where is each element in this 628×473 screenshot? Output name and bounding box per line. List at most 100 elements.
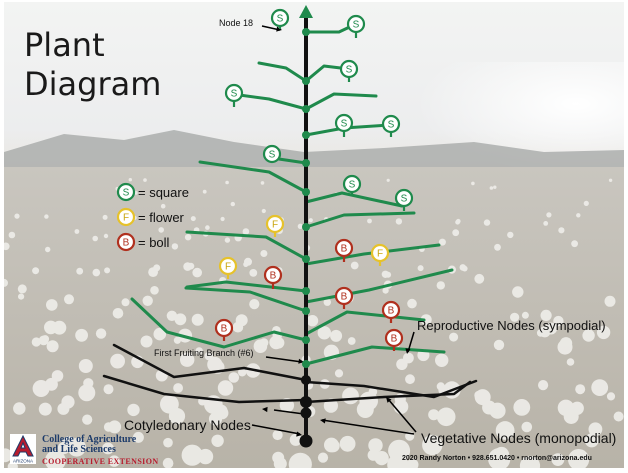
svg-text:F: F — [123, 213, 129, 224]
college-line-1: College of Agriculture — [42, 434, 137, 445]
square-marker-2: S — [346, 14, 366, 38]
fruiting-node-6 — [302, 188, 310, 196]
lower-node-1 — [301, 375, 311, 385]
sympodial-branch-5 — [230, 92, 308, 111]
sympodial-branch-10 — [304, 211, 416, 229]
legend-boll: B = boll — [116, 232, 169, 252]
sympodial-branch-13 — [185, 280, 308, 293]
svg-text:F: F — [377, 249, 383, 260]
university-logo-icon: ARIZONA — [10, 434, 36, 464]
lower-node-2 — [300, 396, 312, 408]
svg-text:ARIZONA: ARIZONA — [13, 459, 33, 464]
svg-text:S: S — [353, 20, 360, 31]
flower-marker-12: F — [370, 243, 390, 266]
svg-text:B: B — [388, 306, 395, 317]
svg-text:S: S — [231, 89, 238, 100]
cooperative-extension: COOPERATIVE EXTENSION — [42, 457, 159, 466]
square-marker-9: S — [394, 188, 414, 211]
fruiting-node-3 — [302, 105, 310, 113]
pointer-arrow-5 — [273, 409, 305, 415]
svg-text:B: B — [391, 334, 398, 345]
college-name: College of Agriculture and Life Sciences… — [42, 435, 159, 467]
svg-text:S: S — [349, 180, 356, 191]
fruiting-node-4 — [302, 131, 310, 139]
pointer-arrow-7 — [387, 398, 417, 433]
pointer-arrow-3 — [407, 331, 415, 353]
svg-text:S: S — [401, 194, 408, 205]
svg-text:B: B — [221, 324, 228, 335]
flower-marker-13: F — [218, 256, 238, 279]
sympodial-branch-9 — [304, 191, 404, 208]
svg-text:B: B — [270, 271, 277, 282]
boll-marker-17: B — [214, 318, 234, 341]
fruiting-node-12 — [302, 360, 310, 368]
college-line-2: and Life Sciences — [42, 444, 116, 455]
reproductive-nodes-label: Reproductive Nodes (sympodial) — [417, 318, 606, 333]
pointer-arrowhead-6 — [320, 418, 326, 424]
square-marker-7: S — [262, 144, 282, 164]
svg-text:S: S — [346, 65, 353, 76]
boll-marker-14: B — [263, 265, 283, 289]
fruiting-node-10 — [302, 307, 310, 315]
vegetative-branch-1 — [112, 343, 308, 382]
pointer-arrowhead-1 — [276, 26, 282, 32]
svg-text:B: B — [341, 292, 348, 303]
pointer-arrowhead-4 — [296, 431, 302, 437]
pointer-arrowhead-5 — [262, 406, 268, 413]
boll-marker-icon: B — [116, 232, 136, 252]
vegetative-branch-2 — [304, 379, 478, 399]
page-title: Plant Diagram — [24, 26, 161, 104]
svg-text:S: S — [388, 120, 395, 131]
sympodial-branch-17 — [130, 297, 308, 349]
sympodial-branch-11 — [185, 230, 308, 261]
square-marker-3: S — [339, 59, 359, 82]
square-marker-4: S — [224, 83, 244, 107]
square-marker-icon: S — [116, 182, 136, 202]
svg-text:S: S — [269, 150, 276, 161]
title-line-2: Diagram — [24, 65, 162, 103]
first-fruiting-branch-label: First Fruiting Branch (#6) — [154, 348, 254, 358]
boll-marker-15: B — [334, 286, 354, 309]
growing-tip-arrow — [299, 5, 313, 18]
lower-node-3 — [300, 407, 312, 419]
cotton-field-background — [4, 2, 624, 468]
cotyledonary-nodes-label: Cotyledonary Nodes — [124, 417, 251, 433]
pointer-arrowhead-2 — [298, 358, 304, 364]
square-marker-1: S — [270, 8, 290, 29]
sympodial-branch-12 — [304, 243, 441, 266]
legend-square-label: = square — [138, 184, 189, 200]
fruiting-node-7 — [302, 223, 310, 231]
svg-text:S: S — [341, 119, 348, 130]
sympodial-branch-15 — [184, 286, 308, 313]
fruiting-node-11 — [302, 336, 310, 344]
flower-marker-icon: F — [116, 207, 136, 227]
svg-text:F: F — [272, 220, 278, 231]
sympodial-branch-8 — [198, 160, 308, 194]
square-marker-8: S — [342, 174, 362, 196]
fruiting-node-2 — [302, 77, 310, 85]
svg-text:B: B — [123, 238, 130, 249]
node-18-label: Node 18 — [219, 18, 254, 28]
square-marker-6: S — [381, 114, 401, 137]
pointer-arrow-2 — [265, 356, 303, 363]
flower-marker-10: F — [265, 214, 285, 237]
boll-marker-11: B — [334, 238, 354, 262]
square-marker-5: S — [334, 113, 354, 137]
svg-text:F: F — [225, 262, 231, 273]
sympodial-branch-4 — [304, 92, 378, 111]
vegetative-branch-4 — [304, 380, 472, 404]
sympodial-branch-14 — [304, 268, 454, 304]
legend-flower: F = flower — [116, 207, 184, 227]
vegetative-nodes-label: Vegetative Nodes (monopodial) — [421, 430, 617, 446]
svg-text:S: S — [123, 188, 130, 199]
slide: S S S S S S S S S F B F F B B B B B Plant Diagram S = squ… — [4, 2, 624, 468]
legend-flower-label: = flower — [138, 209, 184, 225]
boll-marker-16: B — [381, 300, 401, 323]
fruiting-node-8 — [302, 255, 310, 263]
author-credit: 2020 Randy Norton • 928.651.0420 • rnort… — [402, 455, 592, 462]
pointer-arrowhead-3 — [405, 348, 411, 354]
plant-diagram: S S S S S S S S S F B F F B B B B B — [102, 5, 478, 448]
fruiting-node-9 — [302, 287, 310, 295]
svg-text:S: S — [277, 14, 284, 25]
title-line-1: Plant — [24, 26, 105, 64]
